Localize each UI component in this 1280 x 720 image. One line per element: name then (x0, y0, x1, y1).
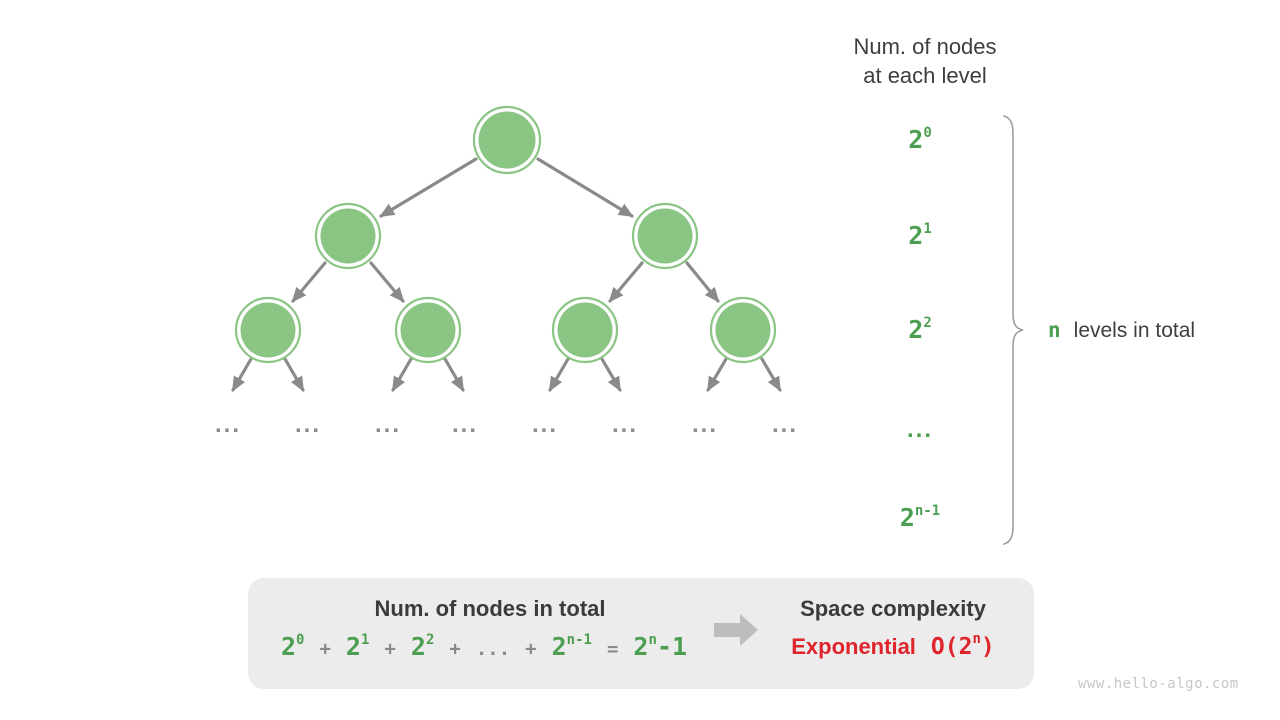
big-o-exponent: n (972, 631, 981, 648)
formula-term: 21 (346, 630, 370, 664)
tree-edges (231, 157, 782, 392)
term-exponent: 0 (296, 631, 305, 648)
tree-ellipsis: ... (531, 411, 559, 438)
tree-ellipsis: ... (771, 411, 799, 438)
tree-nodes (234, 105, 777, 364)
term-exponent: n (648, 631, 657, 648)
edge-l3c-right (600, 357, 622, 392)
tree-node-l3a (234, 296, 302, 364)
plus-operator: + (525, 638, 537, 660)
term-base: 2 (345, 632, 361, 661)
tree-node-l2b (631, 202, 699, 270)
term-base: 2 (280, 632, 297, 661)
edge-l3d-left (706, 357, 728, 392)
level-label-exponent: 1 (923, 220, 932, 237)
tree-node-root (472, 105, 542, 175)
ellipsis-operator: ... (475, 638, 511, 660)
tree-ellipsis: ... (611, 411, 639, 438)
levels-in-total-text: levels in total (1073, 319, 1196, 342)
term-exponent: 2 (425, 631, 435, 648)
edge-l2b-left (608, 261, 644, 303)
plus-operator: + (449, 638, 461, 660)
level-label-ellipsis: ... (906, 416, 933, 443)
total-nodes-formula: 20 + 21 + 22 + ... + 2n-1 = 2n-1 (281, 630, 687, 666)
equals-operator: = (606, 638, 619, 660)
big-o-close: ) (980, 634, 995, 660)
plus-operator: + (319, 638, 331, 660)
space-complexity-title: Space complexity (800, 596, 986, 621)
term-exponent: 1 (360, 631, 370, 648)
tree-ellipsis: ... (294, 411, 322, 438)
term-base: 2 (633, 632, 649, 661)
edge-l3a-left (231, 357, 253, 392)
level-label-4: 2n-1 (860, 502, 980, 534)
total-nodes-title: Num. of nodes in total (374, 596, 606, 621)
edge-l3b-right (443, 357, 465, 392)
column-header-line1: Num. of nodes (853, 34, 997, 59)
tree-ellipsis: ... (374, 411, 402, 438)
complexity-result: Exponential O(2n) (791, 630, 995, 664)
site-watermark: www.hello-algo.com (1078, 676, 1239, 692)
formula-result: 2n-1 (633, 630, 687, 664)
level-label-base: 2 (899, 503, 915, 532)
term-tail: -1 (656, 632, 688, 661)
formula-term: 20 (281, 630, 305, 664)
implies-arrow-icon (714, 614, 758, 646)
big-o-open: O( (930, 634, 959, 660)
level-label-exponent: 2 (923, 314, 932, 331)
formula-term: 2n-1 (552, 630, 592, 664)
big-o-base: 2 (958, 634, 973, 660)
column-header: Num. of nodes at each level (775, 32, 1075, 90)
complexity-class-label: Exponential (791, 634, 916, 659)
level-label-0: 20 (860, 124, 980, 156)
levels-brace (1003, 115, 1024, 545)
edge-root-left (379, 157, 478, 218)
edge-l3d-right (760, 357, 782, 392)
level-label-1: 21 (860, 220, 980, 252)
plus-operator: + (384, 638, 396, 660)
tree-node-l3b (394, 296, 462, 364)
edge-root-right (536, 157, 634, 218)
level-label-base: 2 (908, 221, 924, 250)
term-base: 2 (410, 632, 426, 661)
term-exponent: n-1 (566, 631, 592, 648)
formula-term: 22 (411, 630, 435, 664)
level-label-exponent: n-1 (914, 502, 941, 519)
n-variable: n (1048, 318, 1061, 342)
edge-l2b-right (685, 261, 720, 303)
edge-l3a-right (283, 357, 305, 392)
tree-ellipsis: ... (691, 411, 719, 438)
edge-l3b-left (391, 357, 413, 392)
column-header-line2: at each level (863, 63, 987, 88)
edge-l3c-left (548, 357, 570, 392)
term-base: 2 (551, 632, 567, 661)
big-o-notation: O(2n) (931, 630, 995, 664)
edge-l2a-right (369, 261, 405, 303)
tree-ellipsis: ... (451, 411, 479, 438)
tree-node-l3d (709, 296, 777, 364)
level-label-2: 22 (860, 314, 980, 346)
tree-node-l2a (314, 202, 382, 270)
edge-l2a-left (291, 261, 327, 303)
levels-in-total-label: n levels in total (1048, 316, 1195, 345)
tree-node-l3c (551, 296, 619, 364)
level-label-base: 2 (908, 315, 924, 344)
summary-box: Num. of nodes in total 20 + 21 + 22 + ..… (248, 578, 1034, 689)
level-label-exponent: 0 (923, 124, 932, 141)
tree-ellipsis: ... (214, 411, 242, 438)
level-label-base: 2 (908, 125, 924, 154)
